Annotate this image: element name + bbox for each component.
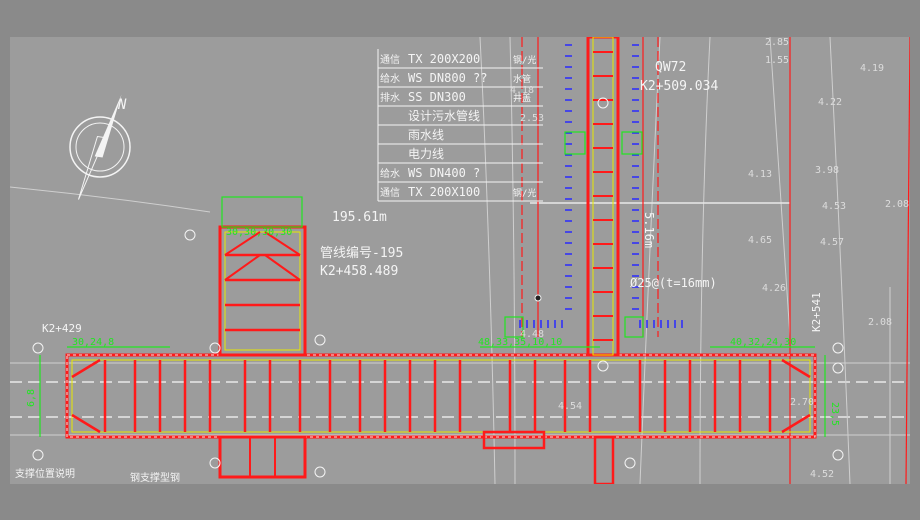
vertical-gallery: [586, 37, 620, 484]
dim-vert-left: 6,8: [26, 389, 37, 407]
legend-text: 设计污水管线: [408, 108, 480, 123]
legend-text: 电力线: [408, 147, 444, 161]
elevation-value: 2.08: [885, 199, 909, 210]
elevation-value: 4.65: [748, 235, 772, 246]
dimension-lines: [39, 131, 826, 437]
elevation-value: 4.19: [860, 63, 884, 74]
elevation-value: 4.52: [810, 469, 834, 480]
legend-suffix: 水管: [513, 73, 531, 85]
elevation-value: 4.26: [762, 283, 786, 294]
elevation-value: 4.13: [748, 169, 772, 180]
legend-prefix: 给水: [380, 167, 400, 180]
elevation-value: 4.22: [818, 97, 842, 108]
width-label: 5.16m: [642, 212, 656, 248]
legend-prefix: 通信: [380, 54, 400, 66]
legend-text: WS DN800 ??: [408, 71, 487, 85]
station-k2-458: K2+458.489: [320, 264, 398, 279]
legend-text: TX 200X200: [408, 52, 480, 66]
legend-suffix: 井盖: [513, 92, 531, 104]
legend-text: TX 200X100: [408, 185, 480, 199]
qw72-label: QW72: [655, 60, 686, 75]
elevation-value: 4.54: [558, 401, 582, 412]
length-label: 195.61m: [332, 210, 387, 225]
legend-prefix: 通信: [380, 187, 400, 199]
annotations: QW72 K2+509.034 195.61m 管线编号-195 K2+458.…: [15, 60, 823, 484]
shaft-upper: [218, 225, 307, 357]
legend-row: 通信 TX 200X200 钢/光: [378, 52, 543, 69]
dim-vert-right: 23,5: [829, 402, 840, 426]
station-k2-541: K2+541: [810, 292, 823, 332]
dims-left: 30,24,8: [72, 337, 114, 348]
legend-text: SS DN300: [408, 90, 466, 104]
note-left-bottom: 支撑位置说明: [15, 467, 75, 480]
legend-suffix: 钢/光: [513, 187, 536, 199]
label-195: 管线编号-195: [320, 246, 403, 261]
station-k2-429: K2+429: [42, 322, 82, 335]
legend-prefix: 排水: [380, 91, 400, 104]
elevation-value: 3.98: [815, 165, 839, 176]
elevation-value: 2.70: [790, 397, 814, 408]
dims-center: 48,33,35,10,10: [478, 337, 562, 348]
legend-row: 雨水线: [378, 128, 543, 145]
dims-mid: 30,30,30,30: [226, 227, 292, 238]
legend-prefix: 给水: [380, 72, 400, 85]
elevation-value: 2.53: [520, 113, 544, 124]
legend-row: 电力线: [378, 147, 543, 164]
legend-row: 排水 SS DN300 井盖: [378, 90, 543, 107]
legend-text: WS DN400 ?: [408, 166, 480, 180]
north-label: N: [117, 97, 127, 113]
grid-markers: [32, 97, 844, 478]
elevation-value: 4.48: [520, 329, 544, 340]
pile-markers: [519, 44, 683, 328]
north-arrow: N: [69, 94, 131, 200]
legend-text: 雨水线: [408, 128, 444, 142]
elevation-value: 2.85: [765, 37, 789, 48]
note-mid-bottom: 钢支撑型钢: [130, 471, 180, 484]
rebar-spec: Ø25@(t=16mm): [630, 276, 717, 290]
elevation-points: 2.85 4.19 1.55 4.22 3.98 4.13 4.53 2.08 4.57 4.65…: [510, 37, 909, 480]
excavation-main: [65, 353, 817, 450]
legend-row: 给水 WS DN400 ?: [378, 166, 543, 183]
dimension-text: 30,24,8 30,30,30,30 48,33,35,10,10 40,32…: [26, 227, 840, 426]
legend-row: 给水 WS DN800 ?? 水管: [378, 71, 543, 88]
legend-row: 设计污水管线: [378, 108, 543, 126]
elevation-value: 1.55: [765, 55, 789, 66]
legend-suffix: 钢/光: [513, 54, 536, 66]
elevation-value: 4.57: [820, 237, 844, 248]
shaft-lower: [218, 435, 307, 479]
station-k2-509: K2+509.034: [640, 79, 718, 94]
legend-row: 通信 TX 200X100 钢/光: [378, 185, 543, 202]
elevation-value: 2.08: [868, 317, 892, 328]
dims-right: 40,32,24,30: [730, 337, 796, 348]
elevation-value: 4.18: [510, 85, 534, 96]
elevation-value: 4.53: [822, 201, 846, 212]
